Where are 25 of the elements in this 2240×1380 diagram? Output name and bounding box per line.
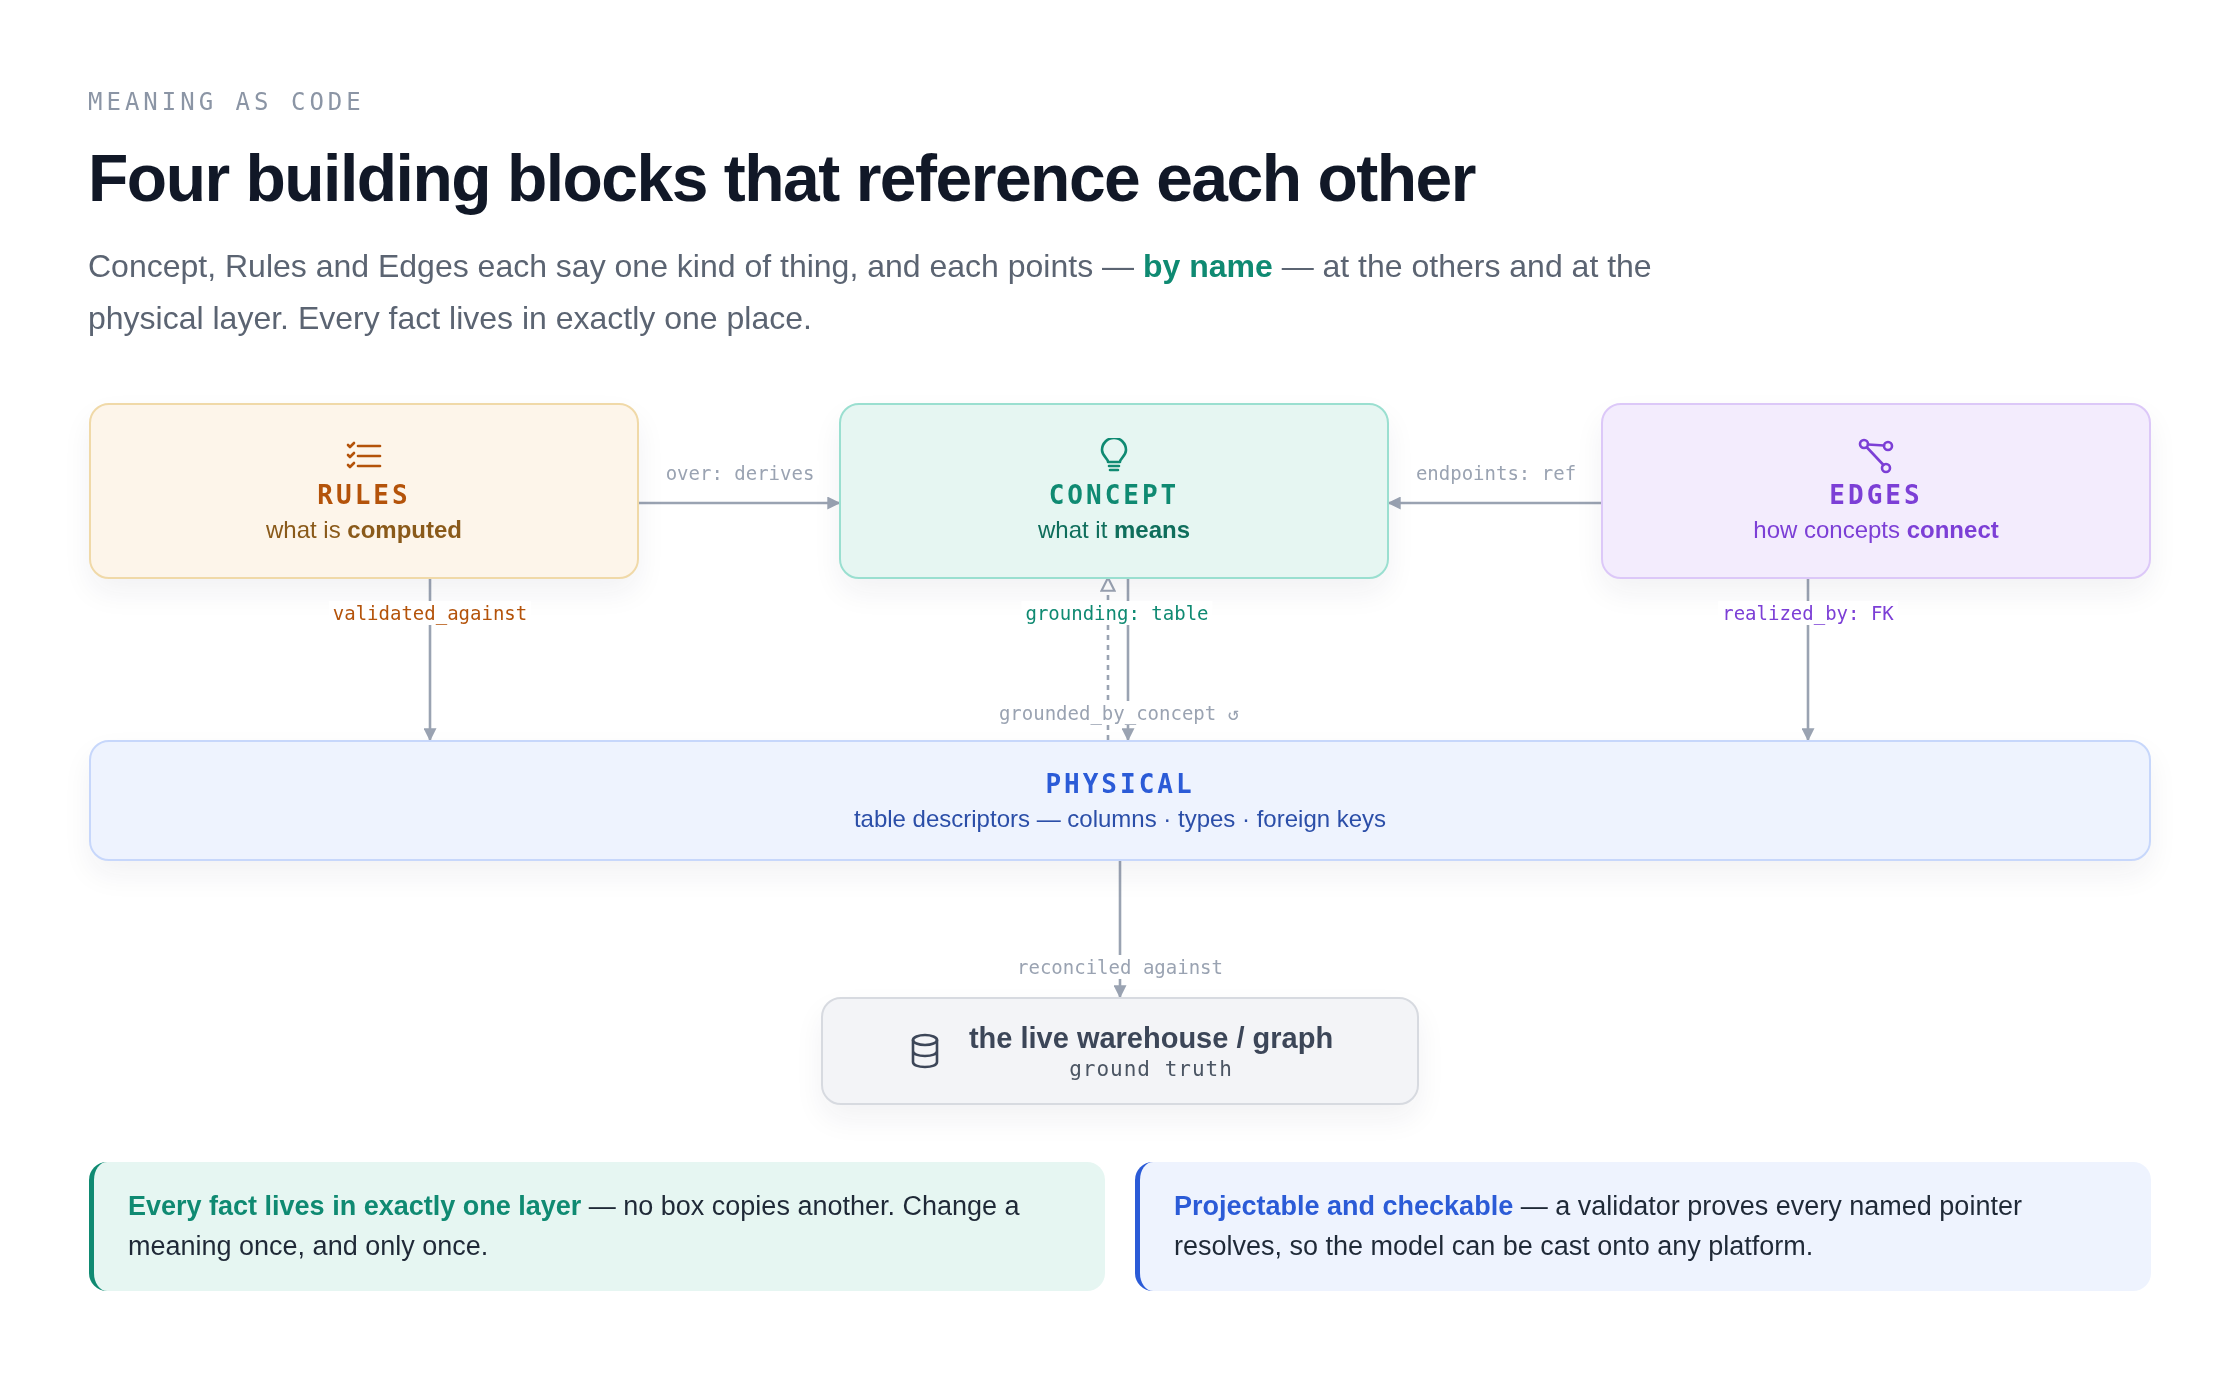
physical-layer-box	[89, 740, 2151, 861]
node-subtitle: what is computed	[265, 516, 462, 544]
arrow	[1387, 496, 1601, 510]
node-title: RULES	[317, 480, 411, 510]
edges-box	[1601, 403, 2151, 579]
dashed-arrow	[1100, 576, 1116, 740]
node-subtitle: how concepts connect	[1753, 516, 1999, 544]
node-subtitle: what it means	[1037, 516, 1191, 544]
node-title: EDGES	[1829, 480, 1923, 510]
warehouse-box	[821, 997, 1419, 1105]
concept-box	[839, 403, 1389, 579]
subtitle: Concept, Rules and Edges each say one kind of thing, and each points — by name — at the others and at the physical layer. Every fact lives in exactly one place.	[88, 247, 1653, 338]
title: Four building blocks that reference each other	[88, 140, 1475, 216]
callout-text: Projectable and checkable — a validator proves every named pointer resolves, so the model can be cast onto any platform.	[1174, 1190, 2023, 1263]
node-subtitle: ground truth	[1069, 1056, 1233, 1081]
callout-card	[1135, 1162, 2151, 1291]
eyebrow-text: MEANING AS CODE	[88, 88, 365, 116]
callout-text: Every fact lives in exactly one layer — no box copies another. Change a meaning once, and only once.	[128, 1190, 1021, 1263]
node-subtitle: table descriptors — columns · types · foreign keys	[853, 804, 1387, 833]
node-title: the live warehouse / graph	[968, 1021, 1334, 1055]
node-title: CONCEPT	[1048, 480, 1180, 510]
arrow	[639, 496, 841, 510]
rules-box	[89, 403, 639, 579]
callout-card	[89, 1162, 1105, 1291]
node-title: PHYSICAL	[1045, 768, 1195, 799]
